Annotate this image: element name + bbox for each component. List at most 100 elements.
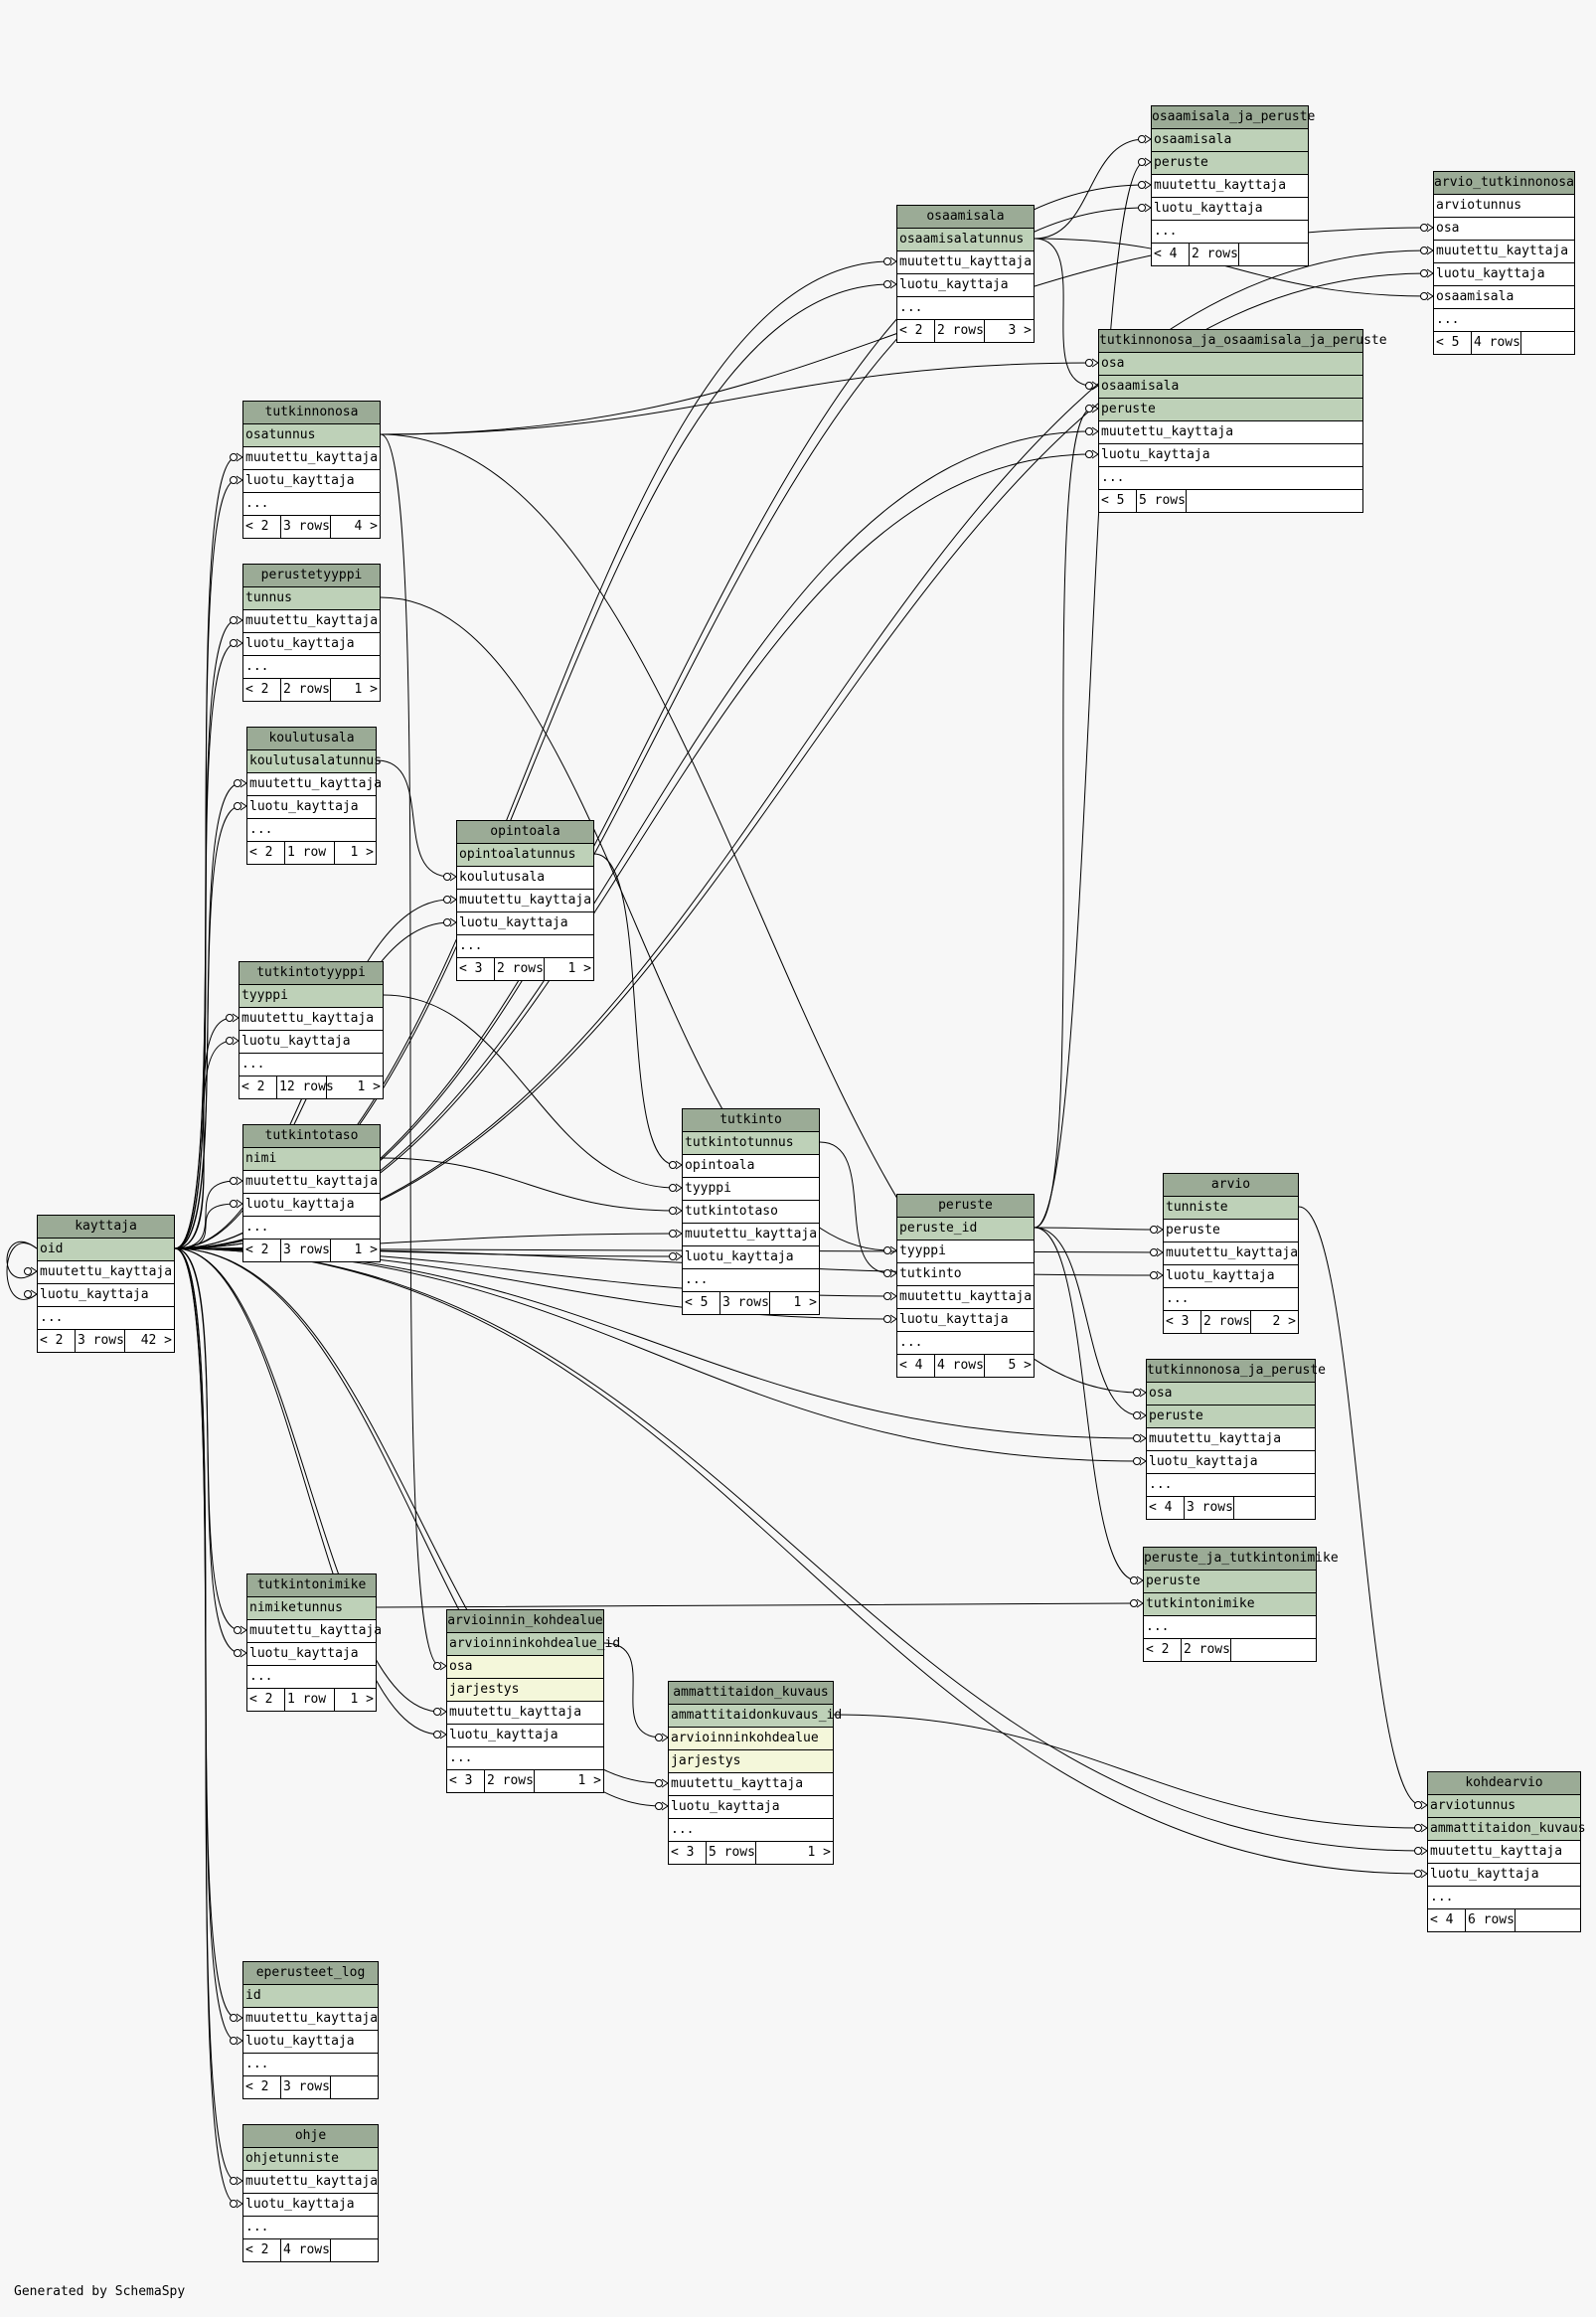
table-title[interactable]: tutkintotaso bbox=[243, 1125, 380, 1148]
children-count: 2 > bbox=[1272, 1314, 1296, 1329]
parents-count: < 2 bbox=[239, 1076, 277, 1098]
table-title[interactable]: eperusteet_log bbox=[243, 1962, 378, 1985]
optional-marker bbox=[443, 896, 451, 904]
table-title[interactable]: tutkinnonosa_ja_osaamisala_ja_peruste bbox=[1099, 330, 1387, 353]
key-column: nimi bbox=[243, 1148, 380, 1171]
optional-marker bbox=[1138, 204, 1146, 212]
optional-marker bbox=[669, 1207, 677, 1215]
table-title[interactable]: osaamisala_ja_peruste bbox=[1152, 106, 1315, 129]
key-column: ammattitaidon_kuvaus bbox=[1428, 1818, 1586, 1841]
more-columns: ... bbox=[447, 1747, 603, 1770]
row-count: 4 rows bbox=[935, 1355, 985, 1377]
column: luotu_kayttaja bbox=[457, 912, 593, 935]
key-column: tutkintotunnus bbox=[683, 1132, 819, 1155]
table-title[interactable]: perustetyyppi bbox=[243, 565, 380, 587]
column: osaamisala bbox=[1434, 286, 1574, 309]
table-title[interactable]: arvio_tutkinnonosa bbox=[1434, 172, 1574, 195]
optional-marker bbox=[1138, 181, 1146, 189]
relationship-edge bbox=[1034, 238, 1093, 387]
parents-count: < 2 bbox=[243, 1240, 281, 1261]
optional-marker bbox=[226, 1014, 234, 1022]
optional-marker bbox=[669, 1161, 677, 1169]
relationship-edge bbox=[380, 433, 441, 1667]
parents-count: < 2 bbox=[243, 679, 281, 701]
table-title[interactable]: tutkinnonosa_ja_peruste bbox=[1147, 1360, 1326, 1383]
table-title[interactable]: osaamisala bbox=[897, 206, 1034, 229]
children-count: 1 > bbox=[807, 1845, 831, 1860]
optional-marker bbox=[230, 2037, 238, 2045]
table-title[interactable]: tutkinto bbox=[683, 1109, 819, 1132]
key-column: peruste bbox=[1144, 1571, 1316, 1593]
column: muutettu_kayttaja bbox=[239, 1008, 383, 1031]
relationship-edge bbox=[174, 1247, 238, 2205]
children-count: 1 > bbox=[577, 1773, 601, 1788]
key-column: osatunnus bbox=[243, 424, 380, 447]
parents-count: < 2 bbox=[243, 516, 281, 538]
key-column: peruste bbox=[1152, 152, 1308, 175]
table-title[interactable]: arvioinnin_kohdealue bbox=[447, 1610, 603, 1633]
column: muutettu_kayttaja bbox=[1164, 1242, 1298, 1265]
row-count: 2 rows bbox=[281, 679, 331, 701]
column: muutettu_kayttaja bbox=[1434, 241, 1574, 263]
column: muutettu_kayttaja bbox=[243, 1171, 380, 1194]
table-title[interactable]: koulutusala bbox=[247, 728, 376, 750]
column: tyyppi bbox=[897, 1241, 1034, 1263]
table-title[interactable]: ohje bbox=[243, 2125, 378, 2148]
parents-count: < 3 bbox=[457, 958, 495, 980]
parents-count: < 5 bbox=[1434, 332, 1472, 354]
relationship-edge bbox=[174, 1247, 441, 1736]
table-title[interactable]: kohdearvio bbox=[1428, 1772, 1580, 1795]
attribute-column: arvioinninkohdealue bbox=[669, 1728, 833, 1750]
table-title[interactable]: peruste bbox=[897, 1195, 1034, 1218]
table-title[interactable]: arvio bbox=[1164, 1174, 1298, 1197]
table-title[interactable]: opintoala bbox=[457, 821, 593, 844]
table-title[interactable]: tutkintonimike bbox=[247, 1574, 376, 1597]
more-columns: ... bbox=[247, 1666, 376, 1689]
column: muutettu_kayttaja bbox=[447, 1702, 603, 1725]
optional-marker bbox=[669, 1252, 677, 1260]
parents-count: < 4 bbox=[1428, 1909, 1466, 1931]
column: luotu_kayttaja bbox=[1099, 444, 1362, 467]
table-title[interactable]: kayttaja bbox=[38, 1216, 174, 1239]
optional-marker bbox=[1420, 269, 1428, 277]
relationship-edge bbox=[1034, 161, 1146, 1229]
table-title[interactable]: peruste_ja_tutkintonimike bbox=[1144, 1548, 1339, 1571]
table-title[interactable]: tutkintotyyppi bbox=[239, 962, 383, 985]
column: luotu_kayttaja bbox=[247, 796, 376, 819]
table-title[interactable]: tutkinnonosa bbox=[243, 402, 380, 424]
table-title[interactable]: ammattitaidon_kuvaus bbox=[669, 1682, 833, 1705]
column: luotu_kayttaja bbox=[247, 1643, 376, 1666]
more-columns: ... bbox=[1152, 221, 1308, 244]
children-count: 4 > bbox=[354, 519, 378, 534]
optional-marker bbox=[433, 1662, 441, 1670]
row-count: 5 rows bbox=[1137, 490, 1187, 512]
relationship-edge bbox=[1034, 138, 1146, 240]
